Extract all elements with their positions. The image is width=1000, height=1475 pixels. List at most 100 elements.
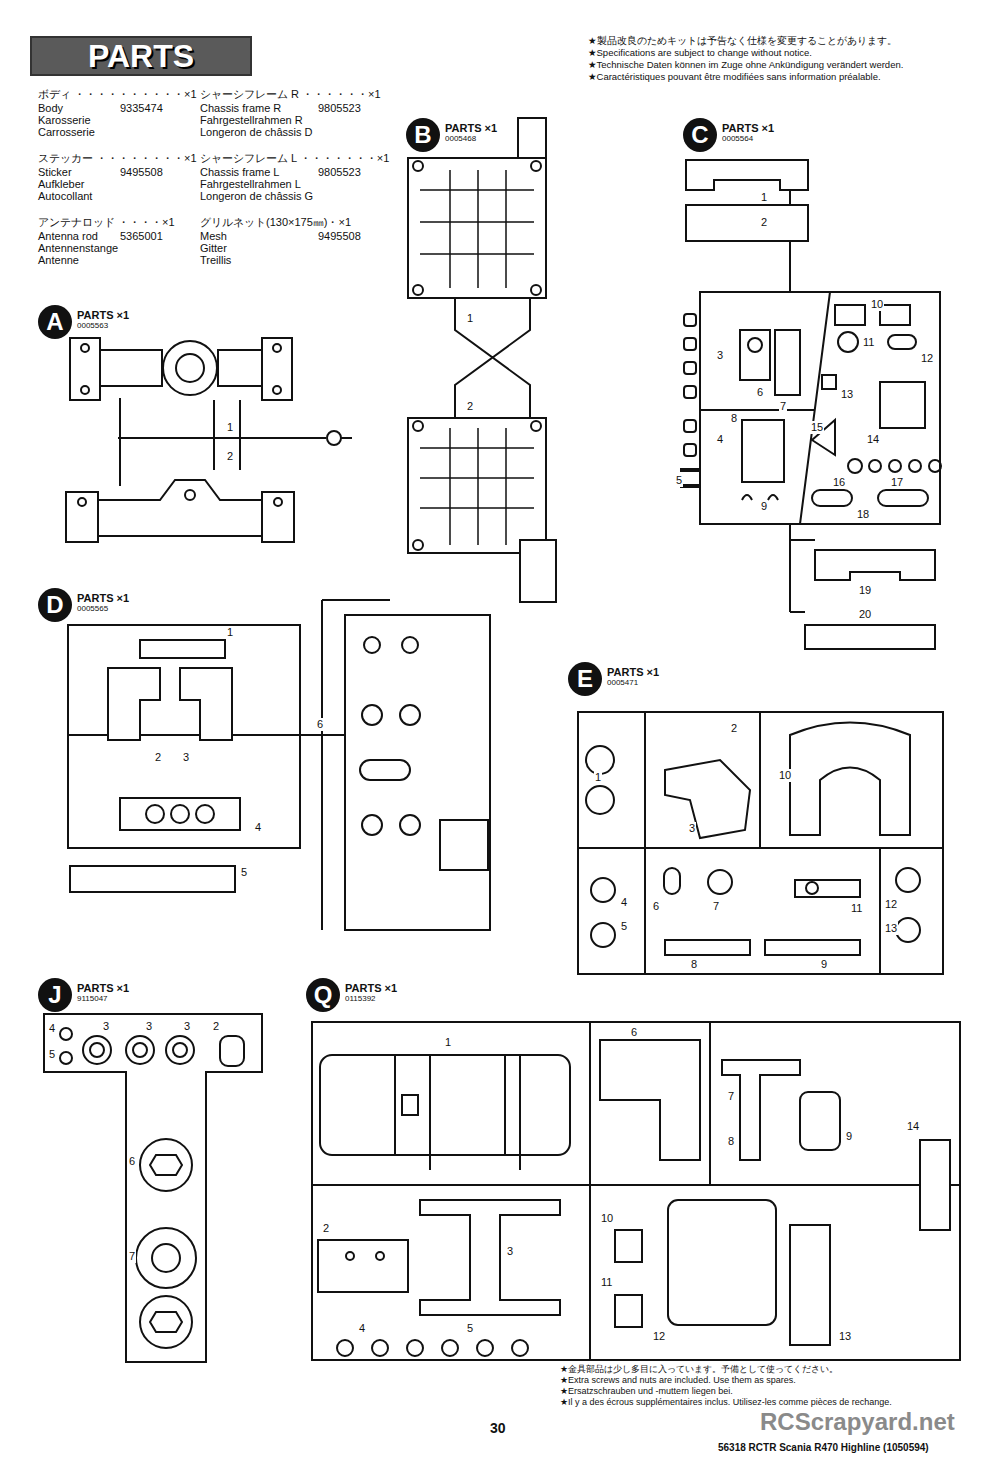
callout-number: 2 (212, 1020, 220, 1033)
sprue-b (408, 118, 556, 602)
parts-list-text: シャーシフレーム R ・・・・・・×1 (200, 88, 381, 101)
callout-number: 18 (856, 508, 870, 521)
spec-note: ★Technische Daten können im Zuge ohne An… (588, 60, 903, 71)
sprue-letter: E (568, 662, 602, 696)
parts-list-text: Gitter (200, 242, 227, 255)
parts-list-text: Longeron de châssis D (200, 126, 313, 139)
parts-count: PARTS ×1 (77, 309, 129, 321)
title-text: PARTS (32, 38, 250, 74)
callout-number: 8 (727, 1135, 735, 1148)
page-number: 30 (490, 1420, 506, 1436)
sprue-heading: PARTS ×10115392 (345, 982, 397, 1003)
callout-number: 1 (444, 1036, 452, 1049)
callout-number: 17 (890, 476, 904, 489)
parts-list-text: グリルネット(130×175㎜)・×1 (200, 216, 351, 229)
callout-number: 6 (128, 1155, 136, 1168)
callout-number: 1 (466, 312, 474, 325)
part-number: 0115392 (345, 994, 397, 1003)
title-banner: PARTS (30, 36, 252, 76)
callout-number: 2 (322, 1222, 330, 1235)
parts-list-text: Mesh (200, 230, 227, 243)
part-number: 0005468 (445, 134, 497, 143)
callout-number: 2 (466, 400, 474, 413)
callout-number: 4 (48, 1022, 56, 1035)
parts-count: PARTS ×1 (445, 122, 497, 134)
callout-number: 11 (850, 902, 863, 915)
callout-number: 4 (254, 821, 262, 834)
callout-number: 8 (730, 412, 738, 425)
sprue-letter: C (683, 118, 717, 152)
callout-number: 7 (779, 400, 787, 413)
callout-number: 7 (128, 1250, 136, 1263)
callout-number: 2 (154, 751, 162, 764)
parts-list-text: Carrosserie (38, 126, 95, 139)
callout-number: 12 (884, 898, 898, 911)
parts-list-text: Antenne (38, 254, 79, 267)
parts-list-text: 9495508 (318, 230, 361, 243)
sprue-e (578, 712, 943, 974)
part-number: 9115047 (77, 994, 129, 1003)
callout-number: 1 (760, 191, 768, 204)
callout-number: 11 (862, 336, 875, 349)
parts-list-text: Chassis frame L (200, 166, 279, 179)
callout-number: 1 (226, 626, 234, 639)
callout-number: 4 (620, 896, 628, 909)
parts-list-text: Fahrgestellrahmen L (200, 178, 301, 191)
parts-list-text: Autocollant (38, 190, 92, 203)
callout-number: 4 (358, 1322, 366, 1335)
part-number: 0005565 (77, 604, 129, 613)
spec-note: ★製品改良のためキットは予告なく仕様を変更することがあります。 (588, 36, 897, 47)
parts-count: PARTS ×1 (77, 592, 129, 604)
callout-number: 7 (712, 900, 720, 913)
part-number: 0005564 (722, 134, 774, 143)
footer-note: ★金具部品は少し多目に入っています。予備として使ってください。 (560, 1364, 838, 1374)
parts-list-text: 9805523 (318, 102, 361, 115)
part-number: 0005471 (607, 678, 659, 687)
callout-number: 8 (690, 958, 698, 971)
callout-number: 19 (858, 584, 872, 597)
parts-list-text: 9495508 (120, 166, 163, 179)
sprue-heading: PARTS ×10005564 (722, 122, 774, 143)
parts-list-text: Karosserie (38, 114, 91, 127)
sprue-heading: PARTS ×10005468 (445, 122, 497, 143)
parts-list-text: 9805523 (318, 166, 361, 179)
parts-list-text: シャーシフレーム L ・・・・・・・×1 (200, 152, 389, 165)
sprue-letter: D (38, 588, 72, 622)
parts-count: PARTS ×1 (345, 982, 397, 994)
callout-number: 5 (620, 920, 628, 933)
parts-count: PARTS ×1 (722, 122, 774, 134)
sprue-heading: PARTS ×10005471 (607, 666, 659, 687)
callout-number: 2 (730, 722, 738, 735)
callout-number: 20 (858, 608, 872, 621)
sprue-tag: CPARTS ×10005564 (683, 118, 774, 152)
parts-count: PARTS ×1 (607, 666, 659, 678)
callout-number: 3 (102, 1020, 110, 1033)
spec-note: ★Caractéristiques pouvant être modifiées… (588, 72, 881, 83)
parts-list-text: Longeron de châssis G (200, 190, 313, 203)
parts-list-text: 9335474 (120, 102, 163, 115)
callout-number: 12 (652, 1330, 666, 1343)
callout-number: 3 (716, 349, 724, 362)
parts-list-text: Antenna rod (38, 230, 98, 243)
sprue-tag: APARTS ×10005563 (38, 305, 129, 339)
callout-number: 3 (145, 1020, 153, 1033)
sprue-tag: QPARTS ×10115392 (306, 978, 397, 1012)
callout-number: 9 (760, 500, 768, 513)
callout-number: 6 (630, 1026, 638, 1039)
sprue-tag: J PARTS ×19115047 (38, 978, 129, 1012)
callout-number: 10 (870, 298, 884, 311)
callout-number: 13 (884, 922, 898, 935)
callout-number: 6 (316, 718, 324, 731)
sprue-letter: B (406, 118, 440, 152)
sprue-letter: J (38, 978, 72, 1012)
callout-number: 2 (760, 216, 768, 229)
footer-note: ★Extra screws and nuts are included. Use… (560, 1375, 796, 1385)
callout-number: 3 (506, 1245, 514, 1258)
parts-count: PARTS ×1 (77, 982, 129, 994)
parts-list-text: 5365001 (120, 230, 163, 243)
callout-number: 4 (716, 433, 724, 446)
model-footer: 56318 RCTR Scania R470 Highline (1050594… (718, 1442, 929, 1454)
footer-note: ★Il y a des écrous supplémentaires inclu… (560, 1397, 892, 1407)
sprue-letter: A (38, 305, 72, 339)
